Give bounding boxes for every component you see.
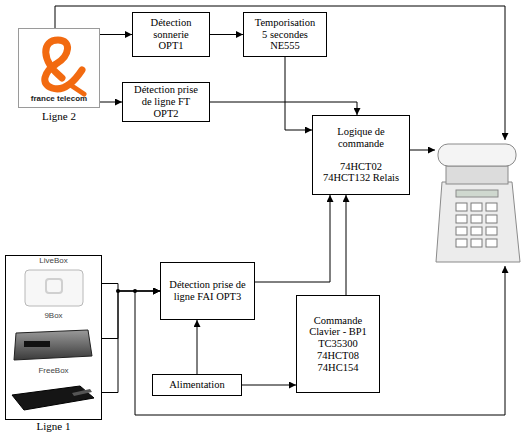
- connector-arrow: [242, 385, 296, 386]
- logo-swirl: [45, 40, 82, 89]
- freebox-remote: [72, 389, 92, 396]
- ninebox-body: [14, 330, 92, 360]
- france-telecom-logo: [45, 40, 84, 94]
- phone-key: [456, 227, 467, 235]
- junction-dot: [116, 289, 120, 293]
- connector-arrow: [346, 195, 347, 295]
- connector-arrow: [101, 284, 160, 292]
- node-text: Temporisation 5 secondes NE555: [251, 17, 319, 52]
- process-box: Temporisation 5 secondes NE555: [243, 12, 327, 57]
- logo-tail: [72, 86, 84, 94]
- phone-key: [486, 227, 497, 235]
- phone-keypad: [456, 203, 497, 247]
- ninebox-panel: [24, 341, 50, 347]
- node-text: Ligne 1: [6, 420, 101, 432]
- node-text: Détection prise de ligne FT OPT2: [130, 84, 202, 119]
- phone-base: [436, 182, 520, 262]
- livebox-image: [25, 270, 83, 306]
- phone-key: [471, 203, 482, 211]
- connector-arrow: [197, 320, 198, 374]
- telephone: [436, 144, 520, 262]
- node-text: 9Box: [44, 312, 62, 321]
- telephone-wires: [55, 6, 505, 415]
- process-box: Logique de commande 74HCT02 74HCT132 Rela…: [312, 115, 410, 195]
- ninebox-image: [14, 330, 92, 360]
- freebox-body: [12, 386, 94, 410]
- connector-arrow: [100, 102, 122, 103]
- ligne2-wire: [55, 6, 505, 140]
- phone-key: [486, 203, 497, 211]
- phone-key: [471, 215, 482, 223]
- line-group: Ligne 1LiveBox9BoxFreeBox: [5, 255, 102, 420]
- relay-wire: [410, 150, 435, 151]
- phone-key: [456, 239, 467, 247]
- operator-logo: france telecomLigne 2: [18, 28, 100, 108]
- connector-arrow: [285, 57, 312, 130]
- device-box: 9Box: [6, 311, 101, 366]
- node-text: Détection prise de ligne FAI OPT3: [168, 279, 247, 303]
- phone-key: [456, 203, 467, 211]
- junction-dot: [133, 289, 137, 293]
- node-text: Commande Clavier - BP1 TC35300 74HCT08 7…: [304, 315, 372, 374]
- node-text: LiveBox: [39, 257, 67, 266]
- phone-key: [486, 215, 497, 223]
- phone-key: [471, 239, 482, 247]
- phone-cradle: [446, 166, 508, 184]
- process-box: Commande Clavier - BP1 TC35300 74HCT08 7…: [296, 295, 380, 393]
- connector-arrow: [210, 102, 357, 115]
- livebox-logo: [46, 279, 62, 293]
- phone-key: [486, 239, 497, 247]
- node-text: Détection sonnerie OPT1: [140, 17, 202, 52]
- phone-key: [456, 215, 467, 223]
- connector-arrow: [101, 291, 160, 339]
- connector-arrow: [255, 195, 330, 282]
- node-text: 74HCT02 74HCT132 Relais: [320, 161, 402, 185]
- process-box: Détection sonnerie OPT1: [132, 12, 210, 57]
- phone-display: [456, 190, 498, 197]
- livebox-body: [25, 270, 83, 306]
- node-text: france telecom: [31, 95, 87, 104]
- ligne1-wire: [135, 266, 505, 415]
- connector-arrow: [210, 34, 243, 35]
- node-text: FreeBox: [38, 367, 68, 376]
- device-box: LiveBox: [6, 256, 101, 311]
- node-text: Ligne 2: [19, 110, 99, 122]
- freebox-image: [12, 386, 94, 410]
- device-box: FreeBox: [6, 366, 101, 419]
- connector-arrow: [100, 34, 132, 35]
- process-box: Détection prise de ligne FAI OPT3: [160, 262, 255, 320]
- node-text: Logique de commande: [320, 126, 402, 150]
- node-text: Alimentation: [169, 379, 224, 391]
- process-box: Alimentation: [152, 374, 242, 396]
- process-box: Détection prise de ligne FT OPT2: [122, 82, 210, 122]
- phone-handset: [438, 144, 516, 166]
- phone-key: [471, 227, 482, 235]
